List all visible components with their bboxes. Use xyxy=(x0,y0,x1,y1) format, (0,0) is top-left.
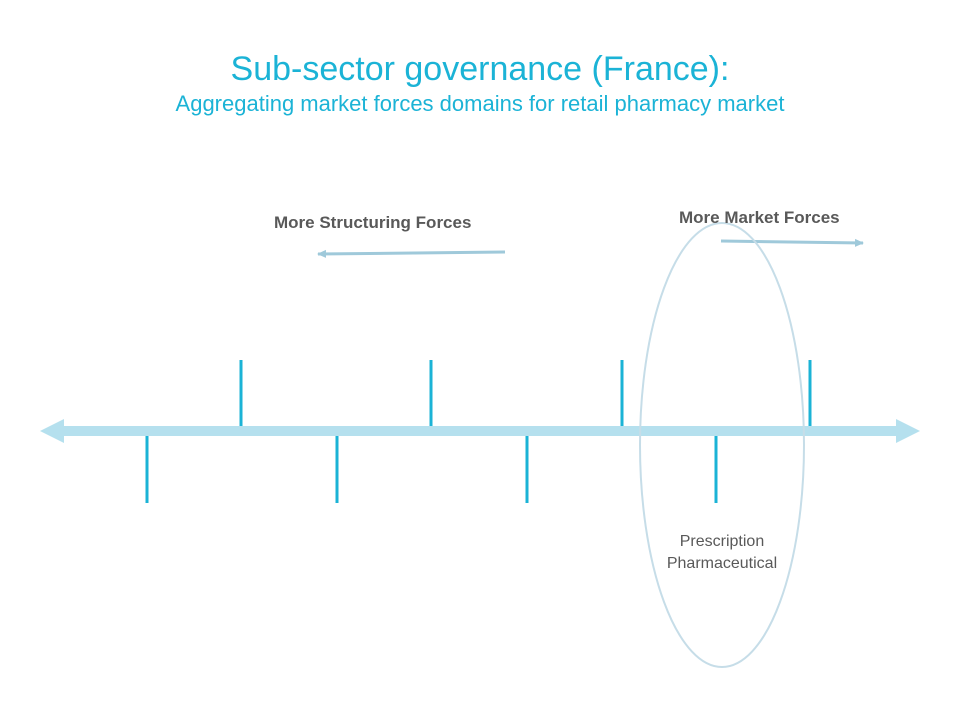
page-title: Sub-sector governance (France): xyxy=(230,50,730,88)
lower-ticks xyxy=(145,436,718,503)
structuring-arrow xyxy=(317,249,506,258)
title-block: Sub-sector governance (France): Aggregat… xyxy=(0,48,960,118)
page-subtitle: Aggregating market forces domains for re… xyxy=(175,91,785,116)
axis-bar xyxy=(58,426,902,436)
upper-ticks xyxy=(239,360,812,426)
axis-arrowhead-left xyxy=(40,419,64,443)
spectrum-axis xyxy=(40,419,920,443)
highlight-ellipse xyxy=(639,222,805,668)
market-forces-label: More Market Forces xyxy=(679,208,840,227)
axis-arrowhead-right xyxy=(896,419,920,443)
domain-label-line2: Pharmaceutical xyxy=(666,555,778,572)
domain-label-line1: Prescription xyxy=(679,533,765,550)
prescription-pharmaceutical-label: Prescription Pharmaceutical xyxy=(632,531,812,575)
market-arrow xyxy=(720,238,864,247)
structuring-forces-label: More Structuring Forces xyxy=(274,213,472,232)
